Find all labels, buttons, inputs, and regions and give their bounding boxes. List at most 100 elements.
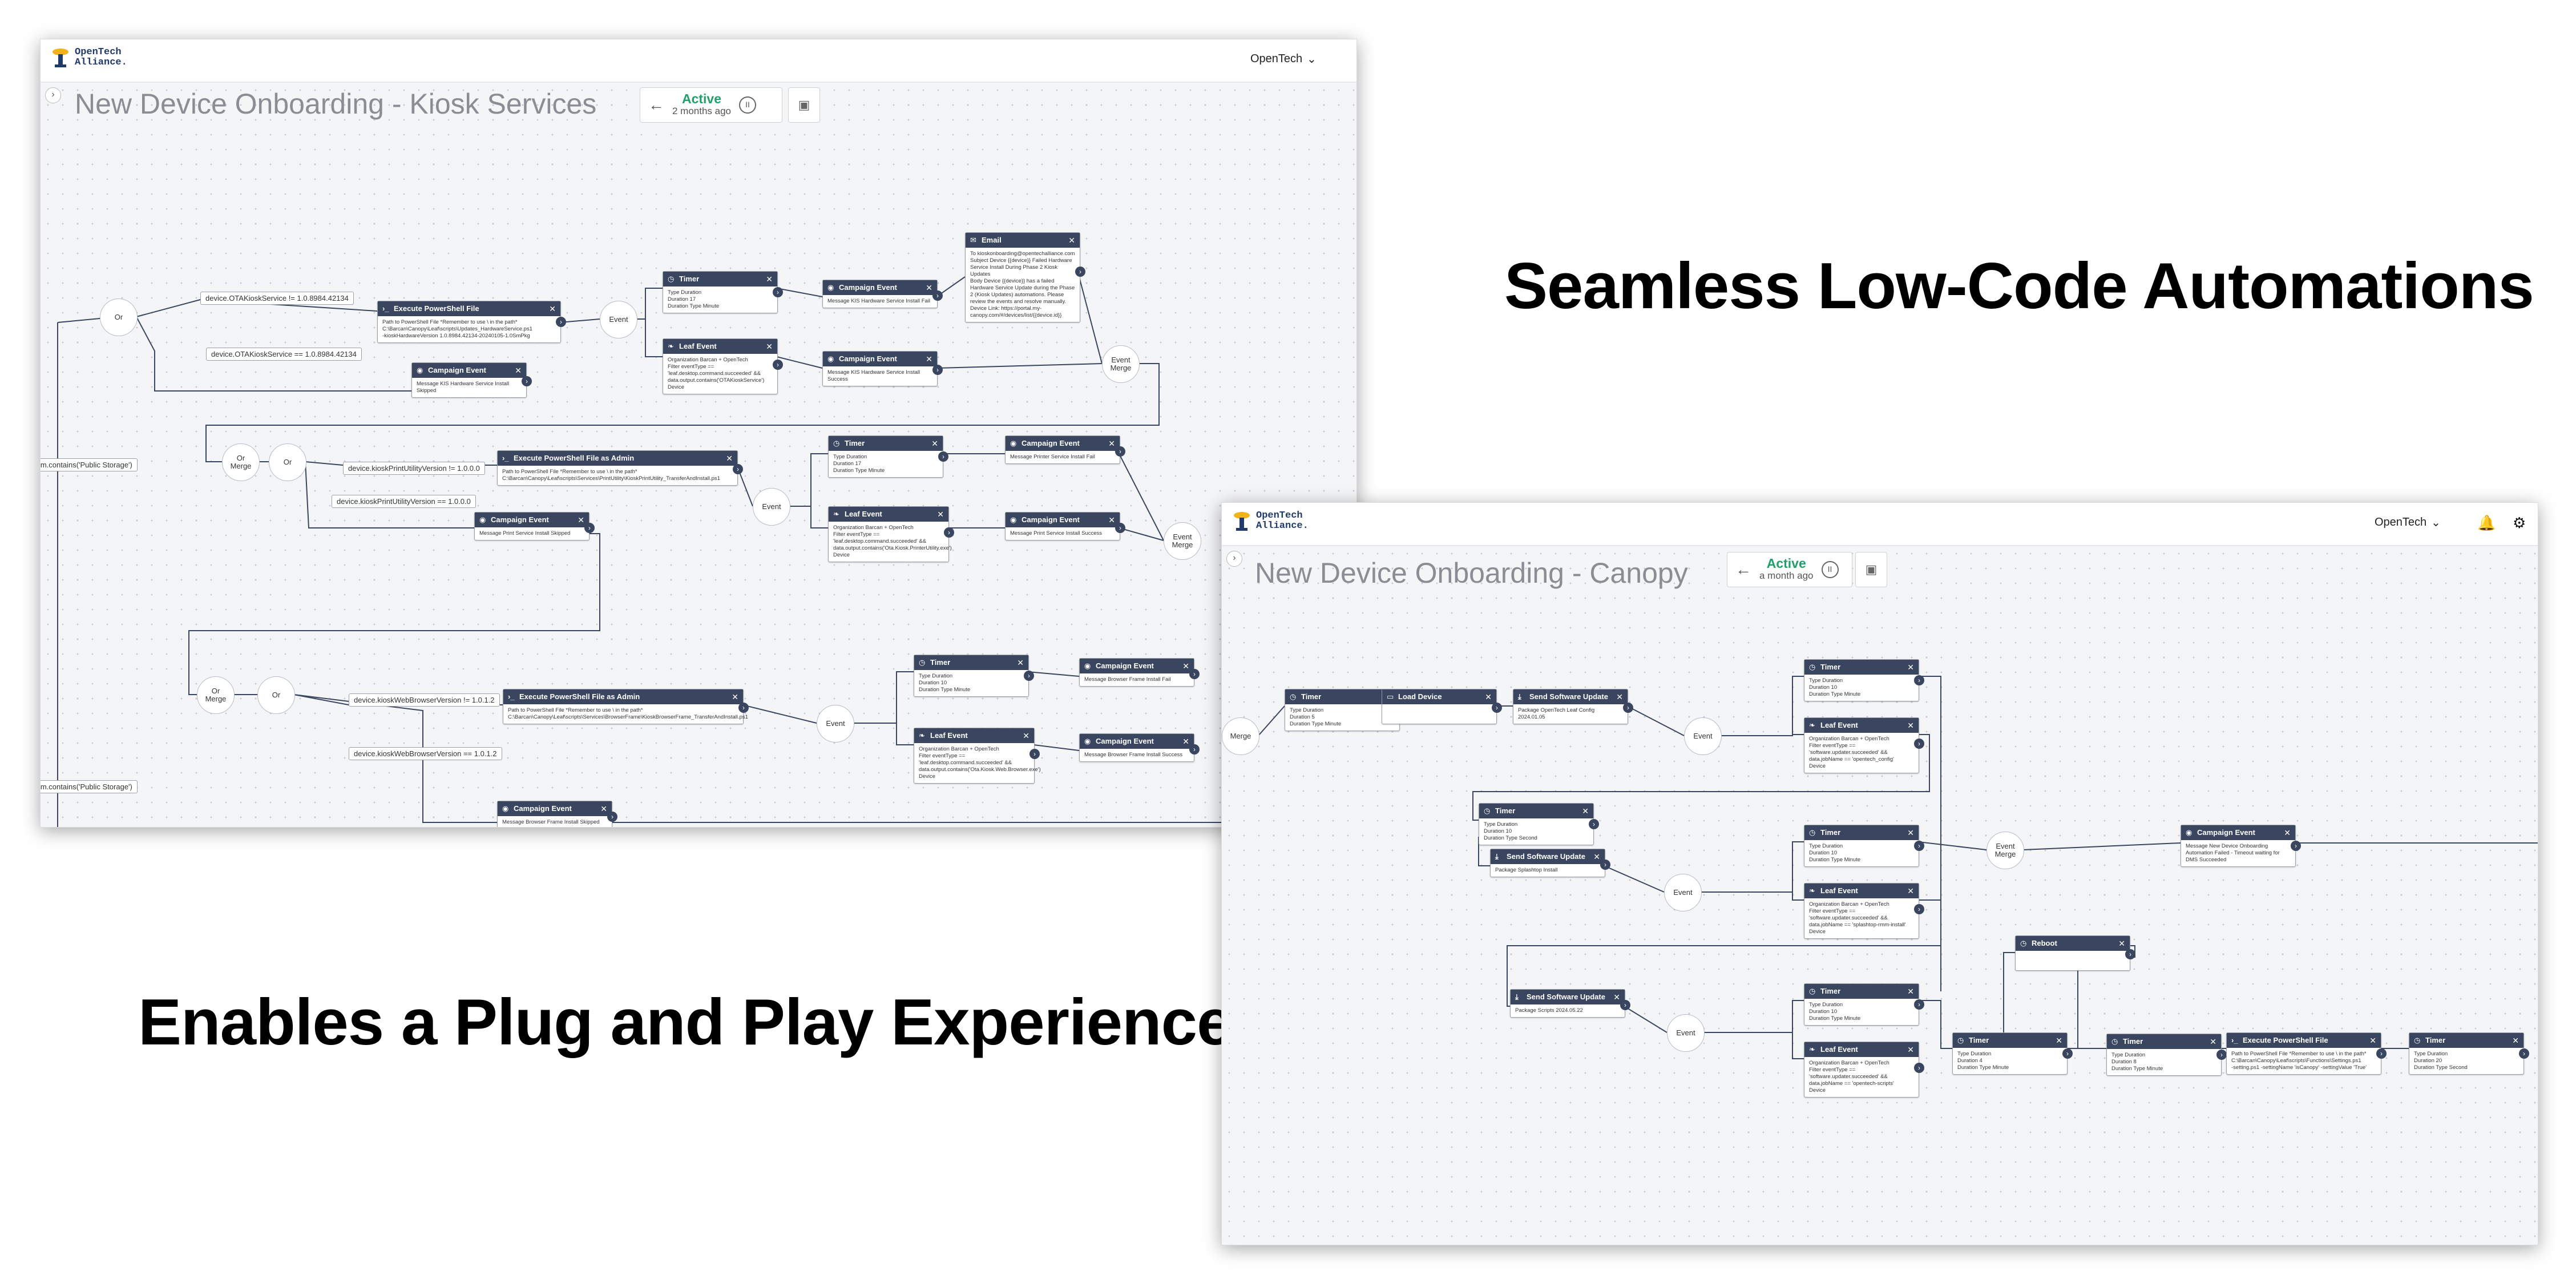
close-icon[interactable]: ✕ <box>2284 828 2291 837</box>
node-header[interactable]: ◉ Campaign Event ✕ <box>1006 436 1120 451</box>
node-header[interactable]: ◉ Campaign Event ✕ <box>1006 513 1120 527</box>
output-port-icon[interactable]: › <box>773 360 783 370</box>
back-arrow-icon[interactable]: ← <box>1735 560 1751 578</box>
node-header[interactable]: ◉ Campaign Event ✕ <box>2181 825 2295 840</box>
node-header[interactable]: ›_ Execute PowerShell File ✕ <box>378 301 560 316</box>
close-icon[interactable]: ✕ <box>766 342 773 351</box>
output-port-icon[interactable]: › <box>2291 841 2301 852</box>
close-icon[interactable]: ✕ <box>1068 236 1075 245</box>
output-port-icon[interactable]: › <box>1914 999 1924 1010</box>
workflow-node[interactable]: ❧ Leaf Event ✕ Organization Barcan + Ope… <box>914 728 1041 784</box>
gate-node[interactable]: Event <box>753 488 790 526</box>
gate-node[interactable]: Event <box>1684 717 1722 755</box>
output-port-icon[interactable]: › <box>1189 744 1200 755</box>
workflow-node[interactable]: ◉ Campaign Event ✕ Message KIS Hardware … <box>411 362 532 398</box>
output-port-icon[interactable]: › <box>607 812 617 822</box>
node-header[interactable]: ◉ Campaign Event ✕ <box>498 801 612 816</box>
output-port-icon[interactable]: › <box>738 702 749 713</box>
node-header[interactable]: ◷ Timer ✕ <box>829 436 943 451</box>
pause-icon[interactable]: II <box>739 96 757 114</box>
node-header[interactable]: ›_ Execute PowerShell File as Admin ✕ <box>503 689 743 704</box>
workflow-node[interactable]: ◉ Campaign Event ✕ Message Browser Frame… <box>497 801 617 827</box>
close-icon[interactable]: ✕ <box>1582 806 1589 816</box>
workflow-node[interactable]: ✉ Email ✕ To kioskonboarding@opentechall… <box>965 232 1085 322</box>
close-icon[interactable]: ✕ <box>515 366 522 375</box>
output-port-icon[interactable]: › <box>1189 669 1200 680</box>
close-icon[interactable]: ✕ <box>1108 515 1115 525</box>
workflow-node[interactable]: ⤓ Send Software Update ✕ Package Scripts… <box>1510 989 1630 1018</box>
node-header[interactable]: ◷ Timer ✕ <box>663 272 777 287</box>
output-port-icon[interactable]: › <box>1075 267 1085 277</box>
close-icon[interactable]: ✕ <box>600 804 607 813</box>
node-header[interactable]: ⤓ Send Software Update ✕ <box>1511 990 1625 1004</box>
close-icon[interactable]: ✕ <box>578 515 584 525</box>
node-header[interactable]: ◷ Timer ✕ <box>1804 984 1919 999</box>
condition-label[interactable]: device.kioskPrintUtilityVersion != 1.0.0… <box>343 462 485 475</box>
output-port-icon[interactable]: › <box>1600 860 1610 870</box>
workflow-node[interactable]: ❧ Leaf Event ✕ Organization Barcan + Ope… <box>663 338 783 394</box>
workflow-canvas[interactable]: › New Device Onboarding - Canopy ← Activ… <box>1222 546 2538 1245</box>
close-icon[interactable]: ✕ <box>2056 1036 2062 1045</box>
output-port-icon[interactable]: › <box>1914 675 1924 686</box>
node-header[interactable]: ⤓ Send Software Update ✕ <box>1491 849 1605 864</box>
workflow-node[interactable]: ◉ Campaign Event ✕ Message New Device On… <box>2181 825 2301 867</box>
node-header[interactable]: ›_ Execute PowerShell File ✕ <box>2227 1033 2381 1048</box>
close-icon[interactable]: ✕ <box>1485 692 1492 701</box>
gear-icon[interactable]: ⚙ <box>2513 514 2526 531</box>
gate-node[interactable]: Merge <box>1222 717 1259 755</box>
close-icon[interactable]: ✕ <box>926 283 932 292</box>
output-port-icon[interactable]: › <box>2216 1050 2227 1060</box>
node-header[interactable]: ◷ Timer ✕ <box>1285 689 1399 704</box>
output-port-icon[interactable]: › <box>1914 904 1924 915</box>
close-icon[interactable]: ✕ <box>1613 993 1620 1002</box>
gate-node[interactable]: Or <box>257 676 295 714</box>
workflow-node[interactable]: ›_ Execute PowerShell File as Admin ✕ Pa… <box>497 450 743 486</box>
workflow-node[interactable]: ◉ Campaign Event ✕ Message KIS Hardware … <box>822 351 943 386</box>
condition-label[interactable]: device.OTAKioskService != 1.0.8984.42134 <box>200 292 354 305</box>
close-icon[interactable]: ✕ <box>1023 731 1029 740</box>
node-header[interactable]: ❧ Leaf Event ✕ <box>1804 883 1919 898</box>
save-icon[interactable]: ▣ <box>1855 552 1887 587</box>
node-header[interactable]: ◉ Campaign Event ✕ <box>823 280 937 295</box>
close-icon[interactable]: ✕ <box>1907 663 1914 672</box>
workflow-node[interactable]: ◉ Campaign Event ✕ Message Browser Frame… <box>1079 733 1200 762</box>
output-port-icon[interactable]: › <box>2376 1048 2387 1059</box>
output-port-icon[interactable]: › <box>1914 739 1924 749</box>
org-selector[interactable]: OpenTech ⌄ <box>1250 52 1317 66</box>
close-icon[interactable]: ✕ <box>1182 661 1189 671</box>
node-header[interactable]: ›_ Execute PowerShell File as Admin ✕ <box>498 451 737 466</box>
close-icon[interactable]: ✕ <box>1616 692 1623 701</box>
close-icon[interactable]: ✕ <box>1108 439 1115 448</box>
workflow-node[interactable]: ◉ Campaign Event ✕ Message Printer Servi… <box>1005 435 1125 464</box>
close-icon[interactable]: ✕ <box>2369 1036 2376 1045</box>
output-port-icon[interactable]: › <box>2125 949 2135 959</box>
expand-sidebar-icon[interactable]: › <box>1226 551 1242 567</box>
output-port-icon[interactable]: › <box>1115 523 1125 534</box>
output-port-icon[interactable]: › <box>944 527 954 538</box>
condition-label[interactable]: ...m.contains('Public Storage') <box>41 780 138 793</box>
node-header[interactable]: ❧ Leaf Event ✕ <box>914 728 1034 743</box>
close-icon[interactable]: ✕ <box>1017 658 1024 667</box>
workflow-node[interactable]: ›_ Execute PowerShell File ✕ Path to Pow… <box>377 301 566 343</box>
save-icon[interactable]: ▣ <box>788 87 820 123</box>
output-port-icon[interactable]: › <box>733 463 743 474</box>
node-header[interactable]: ◷ Reboot ✕ <box>2016 936 2130 951</box>
expand-sidebar-icon[interactable]: › <box>45 87 61 103</box>
workflow-node[interactable]: ›_ Execute PowerShell File ✕ Path to Pow… <box>2226 1032 2387 1075</box>
close-icon[interactable]: ✕ <box>1907 886 1914 895</box>
node-header[interactable]: ◉ Campaign Event ✕ <box>1080 734 1194 749</box>
close-icon[interactable]: ✕ <box>2210 1037 2216 1046</box>
workflow-node[interactable]: ◷ Reboot ✕ › <box>2015 935 2135 971</box>
condition-label[interactable]: device.OTAKioskService == 1.0.8984.42134 <box>206 348 362 361</box>
output-port-icon[interactable]: › <box>1024 671 1034 681</box>
workflow-node[interactable]: ❧ Leaf Event ✕ Organization Barcan + Ope… <box>1804 1042 1924 1098</box>
output-port-icon[interactable]: › <box>522 376 532 386</box>
close-icon[interactable]: ✕ <box>732 692 738 701</box>
close-icon[interactable]: ✕ <box>1182 737 1189 746</box>
output-port-icon[interactable]: › <box>556 317 566 328</box>
gate-node[interactable]: Event <box>1667 1014 1705 1052</box>
